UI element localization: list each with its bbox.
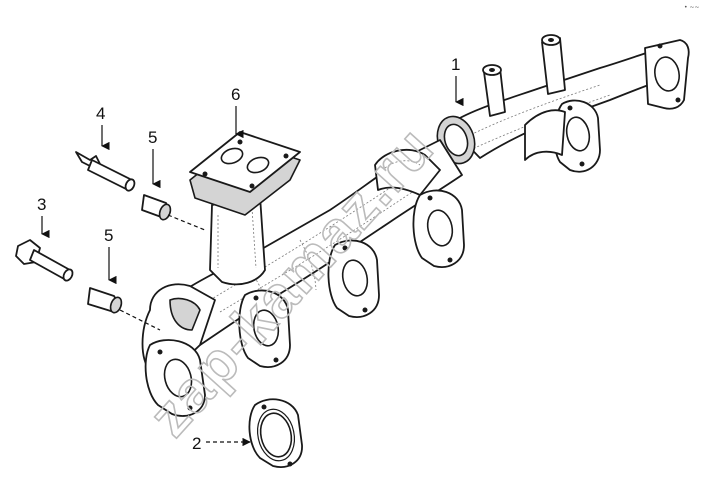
callout-label-5-upper: 5 [148,128,157,147]
spacer-sleeve-5-lower [87,287,123,314]
callout-label-3: 3 [37,195,46,214]
bolt-alignment-line [119,309,161,331]
callout-4: 4 [96,104,110,151]
callout-label-1: 1 [451,55,460,74]
spacer-sleeve-5-upper [141,194,172,221]
callout-label-4: 4 [96,104,105,123]
callout-1: 1 [451,55,464,107]
manifold-rear-section [436,34,690,173]
manifold-main-body [141,131,465,417]
stud-alignment-line [167,214,206,231]
callout-3: 3 [37,195,50,239]
callout-label-5-lower: 5 [104,226,113,245]
callout-6: 6 [231,85,244,139]
stud-bolt-4 [75,151,136,192]
callout-2: 2 [192,434,251,453]
callout-label-2: 2 [192,434,201,453]
corner-mark: • ~~ [684,4,700,11]
gasket [248,398,303,468]
callout-label-6: 6 [231,85,240,104]
bolt-3 [15,239,74,282]
callout-5-upper: 5 [148,128,161,189]
callout-5-lower: 5 [104,226,117,285]
